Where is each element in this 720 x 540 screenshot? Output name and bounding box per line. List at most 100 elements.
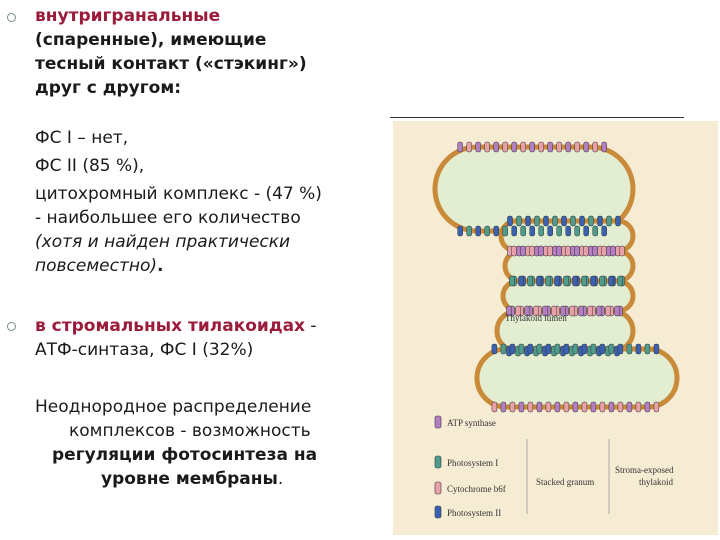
protein-complex <box>617 275 623 287</box>
legend: ATP synthase Photosystem I Cytochrome b6… <box>434 415 506 519</box>
protein-complex <box>529 245 535 257</box>
thylakoid-membranes <box>432 144 680 410</box>
divider-line <box>390 117 684 118</box>
protein-complex <box>556 141 562 153</box>
protein-complex <box>614 305 620 317</box>
protein-complex <box>644 401 651 413</box>
block2-italic1: (хотя и найден практически <box>35 232 291 252</box>
legend-cytochrome-label: Cytochrome b6f <box>447 484 506 494</box>
protein-complex <box>599 401 606 413</box>
protein-complex <box>561 215 567 227</box>
protein-complex <box>653 343 660 355</box>
block1-line3: тесный контакт («стэкинг») <box>35 54 307 74</box>
protein-complex <box>563 401 570 413</box>
protein-complex <box>569 305 575 317</box>
protein-complex <box>545 275 551 287</box>
protein-complex <box>599 275 605 287</box>
protein-complex <box>493 225 499 237</box>
protein-complex <box>536 343 543 355</box>
protein-complex <box>560 305 566 317</box>
protein-complex <box>500 343 507 355</box>
protein-complex <box>543 215 549 227</box>
protein-complex <box>507 215 513 227</box>
block1-line2: (спаренные), имеющие <box>35 30 267 50</box>
block4-line2: комплексов - возможность <box>69 421 311 441</box>
protein-complex <box>506 305 512 317</box>
block3-line1: в стромальных тилакоидах - <box>35 316 317 336</box>
protein-complex <box>547 141 553 153</box>
protein-complex <box>601 225 607 237</box>
protein-complex <box>626 343 633 355</box>
protein-complex <box>509 275 515 287</box>
protein-complex <box>484 225 490 237</box>
protein-complex <box>493 141 499 153</box>
protein-complex <box>635 401 642 413</box>
block4-line4: уровне мембраны. <box>101 469 284 489</box>
bullet-marker <box>7 322 16 331</box>
protein-complex <box>491 401 498 413</box>
protein-complex <box>520 225 526 237</box>
protein-complex <box>617 343 624 355</box>
stroma-label-line1: Stroma-exposed <box>615 465 674 475</box>
protein-complex <box>590 343 597 355</box>
protein-complex <box>502 141 508 153</box>
protein-complex <box>587 305 593 317</box>
protein-complex <box>608 343 615 355</box>
protein-complex <box>466 225 472 237</box>
protein-complex <box>554 401 561 413</box>
stacked-granum-label: Stacked granum <box>536 477 594 487</box>
protein-complex <box>457 225 463 237</box>
protein-complex <box>617 401 624 413</box>
protein-complex <box>626 401 633 413</box>
block2-line3: цитохромный комплекс - (47 %) <box>35 184 322 204</box>
protein-complex <box>565 141 571 153</box>
protein-complex <box>524 305 530 317</box>
membrane-proteins <box>457 141 660 413</box>
protein-complex <box>484 141 490 153</box>
protein-complex <box>556 225 562 237</box>
protein-complex <box>605 305 611 317</box>
protein-complex <box>606 215 612 227</box>
protein-complex <box>588 215 594 227</box>
protein-complex <box>529 141 535 153</box>
protein-complex <box>578 305 584 317</box>
stroma-label-line2: thylakoid <box>639 477 673 487</box>
protein-complex <box>475 141 481 153</box>
block2-italic2: повсеместно). <box>35 256 164 276</box>
protein-complex <box>547 245 553 257</box>
thylakoid-diagram: Thylakoid lumen ATP synthase Photosystem… <box>432 141 680 519</box>
block2-line1: ФС I – нет, <box>35 128 129 148</box>
protein-complex <box>572 343 579 355</box>
protein-complex <box>527 343 534 355</box>
protein-complex <box>547 225 553 237</box>
protein-complex <box>583 225 589 237</box>
protein-complex <box>619 245 625 257</box>
protein-complex <box>581 401 588 413</box>
protein-complex <box>520 141 526 153</box>
protein-complex <box>608 275 614 287</box>
protein-complex <box>599 343 606 355</box>
block1-line4: друг с другом: <box>35 78 182 98</box>
lumen-label: Thylakoid lumen <box>505 313 567 323</box>
protein-complex <box>574 245 580 257</box>
block2-line2: ФС II (85 %), <box>35 156 145 176</box>
protein-complex <box>644 343 651 355</box>
protein-complex <box>563 343 570 355</box>
legend-atp-synthase: ATP synthase <box>434 415 496 429</box>
protein-complex <box>529 225 535 237</box>
protein-complex <box>583 141 589 153</box>
protein-complex <box>518 275 524 287</box>
protein-complex <box>534 215 540 227</box>
protein-complex <box>592 141 598 153</box>
legend-photosystem-2-label: Photosystem II <box>447 508 501 518</box>
protein-complex <box>538 225 544 237</box>
protein-complex <box>590 275 596 287</box>
protein-complex <box>579 215 585 227</box>
bullet-marker <box>7 13 16 22</box>
protein-complex <box>538 245 544 257</box>
protein-complex <box>556 245 562 257</box>
protein-complex <box>500 401 507 413</box>
protein-complex <box>536 275 542 287</box>
protein-complex <box>511 225 517 237</box>
block4-line3: регуляции фотосинтеза на <box>52 445 318 465</box>
